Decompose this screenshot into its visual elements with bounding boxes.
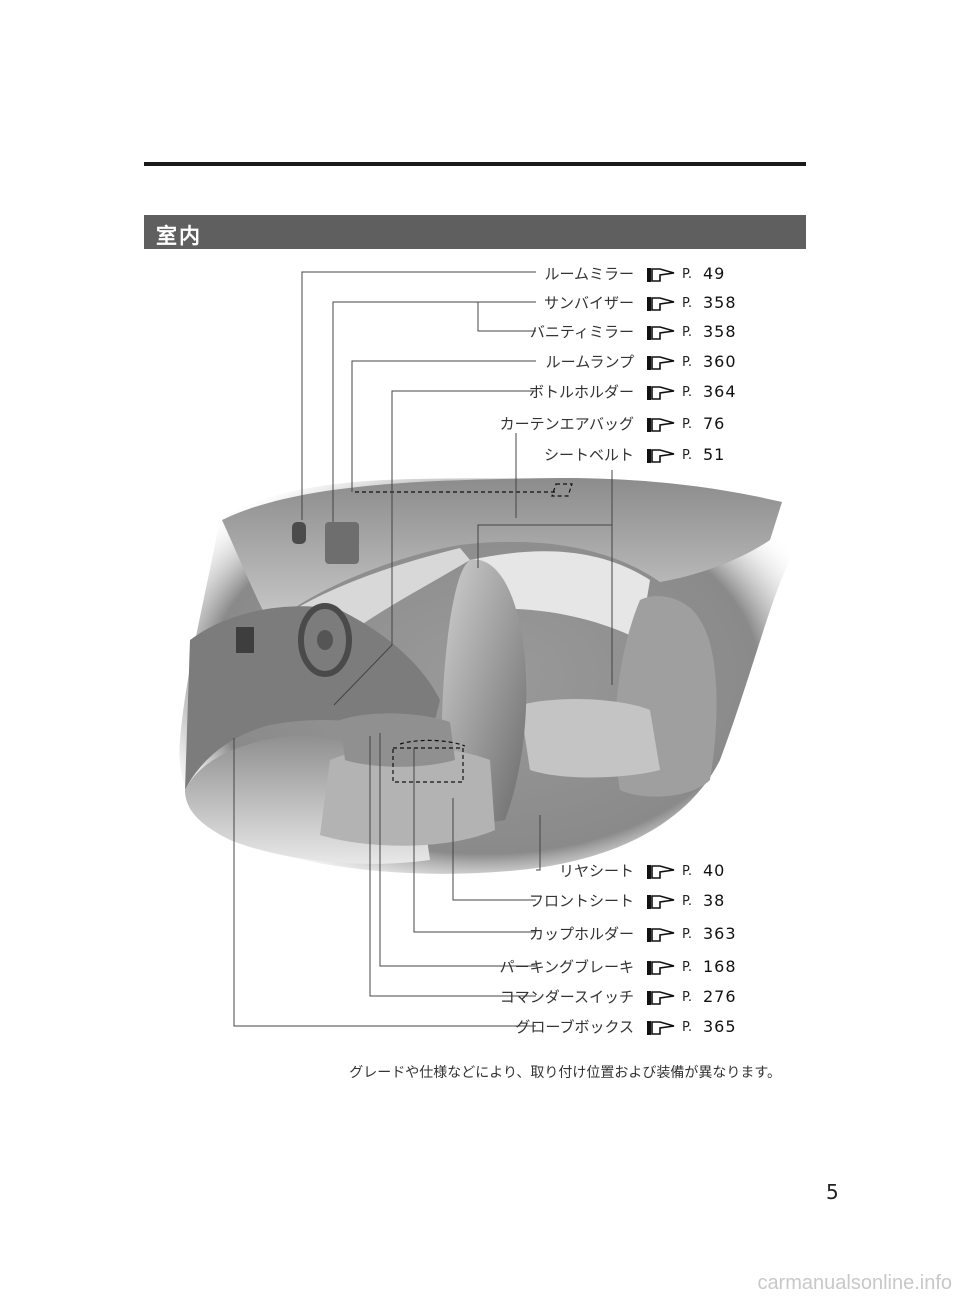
- leader-lines: [233, 271, 613, 1027]
- pointing-hand-reference-icon: [647, 865, 675, 879]
- pointing-hand-reference-icon: [647, 1021, 675, 1035]
- watermark: carmanualsonline.info: [757, 1272, 952, 1294]
- callout-label: シートベルト: [543, 446, 634, 464]
- callout-label: パーキングブレーキ: [499, 958, 634, 976]
- page-prefix: P.: [682, 894, 692, 909]
- callout-bottle-holder[interactable]: ボトルホルダー P. 364: [0, 381, 960, 403]
- callout-label: ルームランプ: [545, 353, 634, 371]
- page-prefix: P.: [682, 927, 692, 942]
- callout-label: リヤシート: [558, 862, 634, 880]
- pointing-hand-reference-icon: [647, 961, 675, 975]
- page-ref: 358: [703, 293, 737, 312]
- callout-label: ボトルホルダー: [528, 383, 634, 401]
- callout-commander-switch[interactable]: コマンダースイッチ P. 276: [0, 986, 960, 1008]
- pointing-hand-reference-icon: [647, 386, 675, 400]
- page-prefix: P.: [682, 1020, 692, 1035]
- callout-seat-belt[interactable]: シートベルト P. 51: [0, 444, 960, 466]
- page-prefix: P.: [682, 355, 692, 370]
- page-number: 5: [826, 1180, 839, 1204]
- callout-label: ルームミラー: [544, 265, 634, 283]
- callout-label: コマンダースイッチ: [499, 988, 634, 1006]
- page-prefix: P.: [682, 296, 692, 311]
- page-ref: 358: [703, 322, 737, 341]
- page-ref: 168: [703, 957, 737, 976]
- section-header-bar: [144, 215, 806, 249]
- page-ref: 364: [703, 382, 737, 401]
- pointing-hand-reference-icon: [647, 928, 675, 942]
- page-ref: 365: [703, 1017, 737, 1036]
- pointing-hand-reference-icon: [647, 297, 675, 311]
- page-ref: 363: [703, 924, 737, 943]
- page-prefix: P.: [682, 267, 692, 282]
- dashed-markers: [355, 483, 573, 783]
- page-prefix: P.: [682, 385, 692, 400]
- callout-room-lamp[interactable]: ルームランプ P. 360: [0, 351, 960, 373]
- callout-sun-visor[interactable]: サンバイザー P. 358: [0, 292, 960, 314]
- callout-room-mirror[interactable]: ルームミラー P. 49: [0, 263, 960, 285]
- pointing-hand-reference-icon: [647, 418, 675, 432]
- page-prefix: P.: [682, 864, 692, 879]
- callout-label: カーテンエアバッグ: [499, 415, 634, 433]
- pointing-hand-reference-icon: [647, 268, 675, 282]
- callout-label: カップホルダー: [528, 925, 634, 943]
- page-ref: 360: [703, 352, 737, 371]
- page-prefix: P.: [682, 960, 692, 975]
- pointing-hand-reference-icon: [647, 991, 675, 1005]
- pointing-hand-reference-icon: [647, 895, 675, 909]
- pointing-hand-reference-icon: [647, 356, 675, 370]
- page-ref: 276: [703, 987, 737, 1006]
- page-prefix: P.: [682, 990, 692, 1005]
- pointing-hand-reference-icon: [647, 449, 675, 463]
- page-ref: 76: [703, 414, 726, 433]
- callout-vanity-mirror[interactable]: バニティミラー P. 358: [0, 321, 960, 343]
- callout-label: サンバイザー: [543, 294, 634, 312]
- page-ref: 40: [703, 861, 726, 880]
- page-prefix: P.: [682, 325, 692, 340]
- section-title: 室内: [156, 224, 202, 248]
- page-ref: 51: [703, 445, 726, 464]
- page-ref: 38: [703, 891, 726, 910]
- callout-parking-brake[interactable]: パーキングブレーキ P. 168: [0, 956, 960, 978]
- top-rule: [144, 162, 806, 166]
- page-ref: 49: [703, 264, 726, 283]
- callout-label: バニティミラー: [529, 323, 634, 341]
- callout-cup-holder[interactable]: カップホルダー P. 363: [0, 923, 960, 945]
- callout-curtain-airbag[interactable]: カーテンエアバッグ P. 76: [0, 413, 960, 435]
- pointing-hand-reference-icon: [647, 326, 675, 340]
- equipment-note: グレードや仕様などにより、取り付け位置および装備が異なります。: [349, 1065, 781, 1081]
- callout-label: グローブボックス: [515, 1018, 634, 1036]
- callout-label: フロントシート: [528, 892, 634, 910]
- page-prefix: P.: [682, 448, 692, 463]
- callout-front-seat[interactable]: フロントシート P. 38: [0, 890, 960, 912]
- page-prefix: P.: [682, 417, 692, 432]
- callout-glove-box[interactable]: グローブボックス P. 365: [0, 1016, 960, 1038]
- car-interior-illustration: [179, 478, 790, 874]
- callout-rear-seat[interactable]: リヤシート P. 40: [0, 860, 960, 882]
